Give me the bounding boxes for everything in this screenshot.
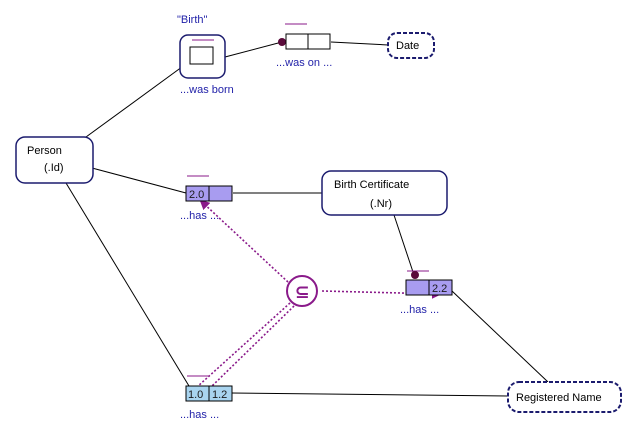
facttype-has-1-role-number-2: 1.2: [212, 389, 227, 401]
facttype-has-2-role-number: 2.0: [189, 189, 204, 201]
facttype-was-on-reading: ...was on ...: [276, 57, 332, 69]
valuetype-date-name: Date: [396, 40, 419, 52]
facttype-was-on[interactable]: ...was on ...: [276, 23, 332, 69]
connector-birth-wason: [224, 41, 283, 58]
facttype-has-2-reading: ...has ...: [180, 210, 219, 222]
objectified-birth-name: "Birth": [177, 14, 208, 26]
valuetype-date-box[interactable]: [387, 32, 435, 59]
entity-birth-certificate[interactable]: Birth Certificate (.Nr): [321, 170, 448, 216]
facttype-has-22-role-2[interactable]: [428, 279, 453, 296]
entity-birth-certificate-ref: (.Nr): [370, 198, 392, 210]
connector-has22-regname: [451, 290, 549, 383]
valuetype-date[interactable]: Date: [387, 32, 435, 59]
facttype-has-2-role-2[interactable]: [208, 185, 233, 202]
facttype-has-22-reading: ...has ...: [400, 304, 439, 316]
facttype-has-22-role-1[interactable]: [405, 279, 430, 296]
facttype-has-1-reading: ...has ...: [180, 409, 219, 421]
facttype-has-2[interactable]: 2.0 ...has ...: [180, 175, 233, 222]
valuetype-registered-name-box[interactable]: [507, 381, 622, 413]
subset-constraint-circle[interactable]: [286, 275, 318, 307]
connector-person-has1: [65, 182, 190, 387]
entity-person-ref: (.Id): [44, 162, 64, 174]
objectified-birth-role[interactable]: [189, 46, 214, 65]
entity-person-box[interactable]: [15, 136, 94, 184]
connector-birthcert-has22: [393, 214, 415, 276]
facttype-has-22-role-number: 2.2: [432, 283, 447, 295]
entity-person-name: Person: [27, 145, 62, 157]
connector-has1-regname: [230, 392, 509, 397]
objectified-birth[interactable]: "Birth" ...was born: [177, 14, 234, 96]
connector-person-has2: [91, 167, 187, 194]
subset-constraint-symbol: ⊆: [294, 282, 309, 303]
subset-constraint[interactable]: ⊆: [286, 275, 318, 307]
facttype-was-on-mandatory-dot: [278, 38, 286, 46]
connector-wason-date: [330, 41, 389, 46]
valuetype-registered-name-name: Registered Name: [516, 392, 602, 404]
facttype-has-1[interactable]: 1.0 1.2 ...has ...: [180, 375, 233, 421]
connectors: [65, 41, 549, 397]
facttype-has-1-role-number-1: 1.0: [188, 389, 203, 401]
subset-link-has1-b: [210, 305, 295, 388]
facttype-has-22-mandatory-dot: [411, 271, 419, 279]
facttype-has-22[interactable]: 2.2 ...has ...: [400, 270, 453, 316]
connector-person-birth: [85, 63, 187, 138]
entity-person[interactable]: Person (.Id): [15, 136, 94, 184]
valuetype-registered-name[interactable]: Registered Name: [507, 381, 622, 413]
subset-constraint-links: [196, 199, 442, 388]
entity-birth-certificate-name: Birth Certificate: [334, 179, 409, 191]
subset-link-has1-a: [196, 302, 291, 388]
facttype-has-1-role-2[interactable]: [208, 385, 233, 402]
objectified-birth-reading: ...was born: [180, 84, 234, 96]
facttype-was-on-role-1[interactable]: [285, 33, 309, 50]
facttype-was-on-role-2[interactable]: [307, 33, 331, 50]
entity-birth-certificate-box[interactable]: [321, 170, 448, 216]
